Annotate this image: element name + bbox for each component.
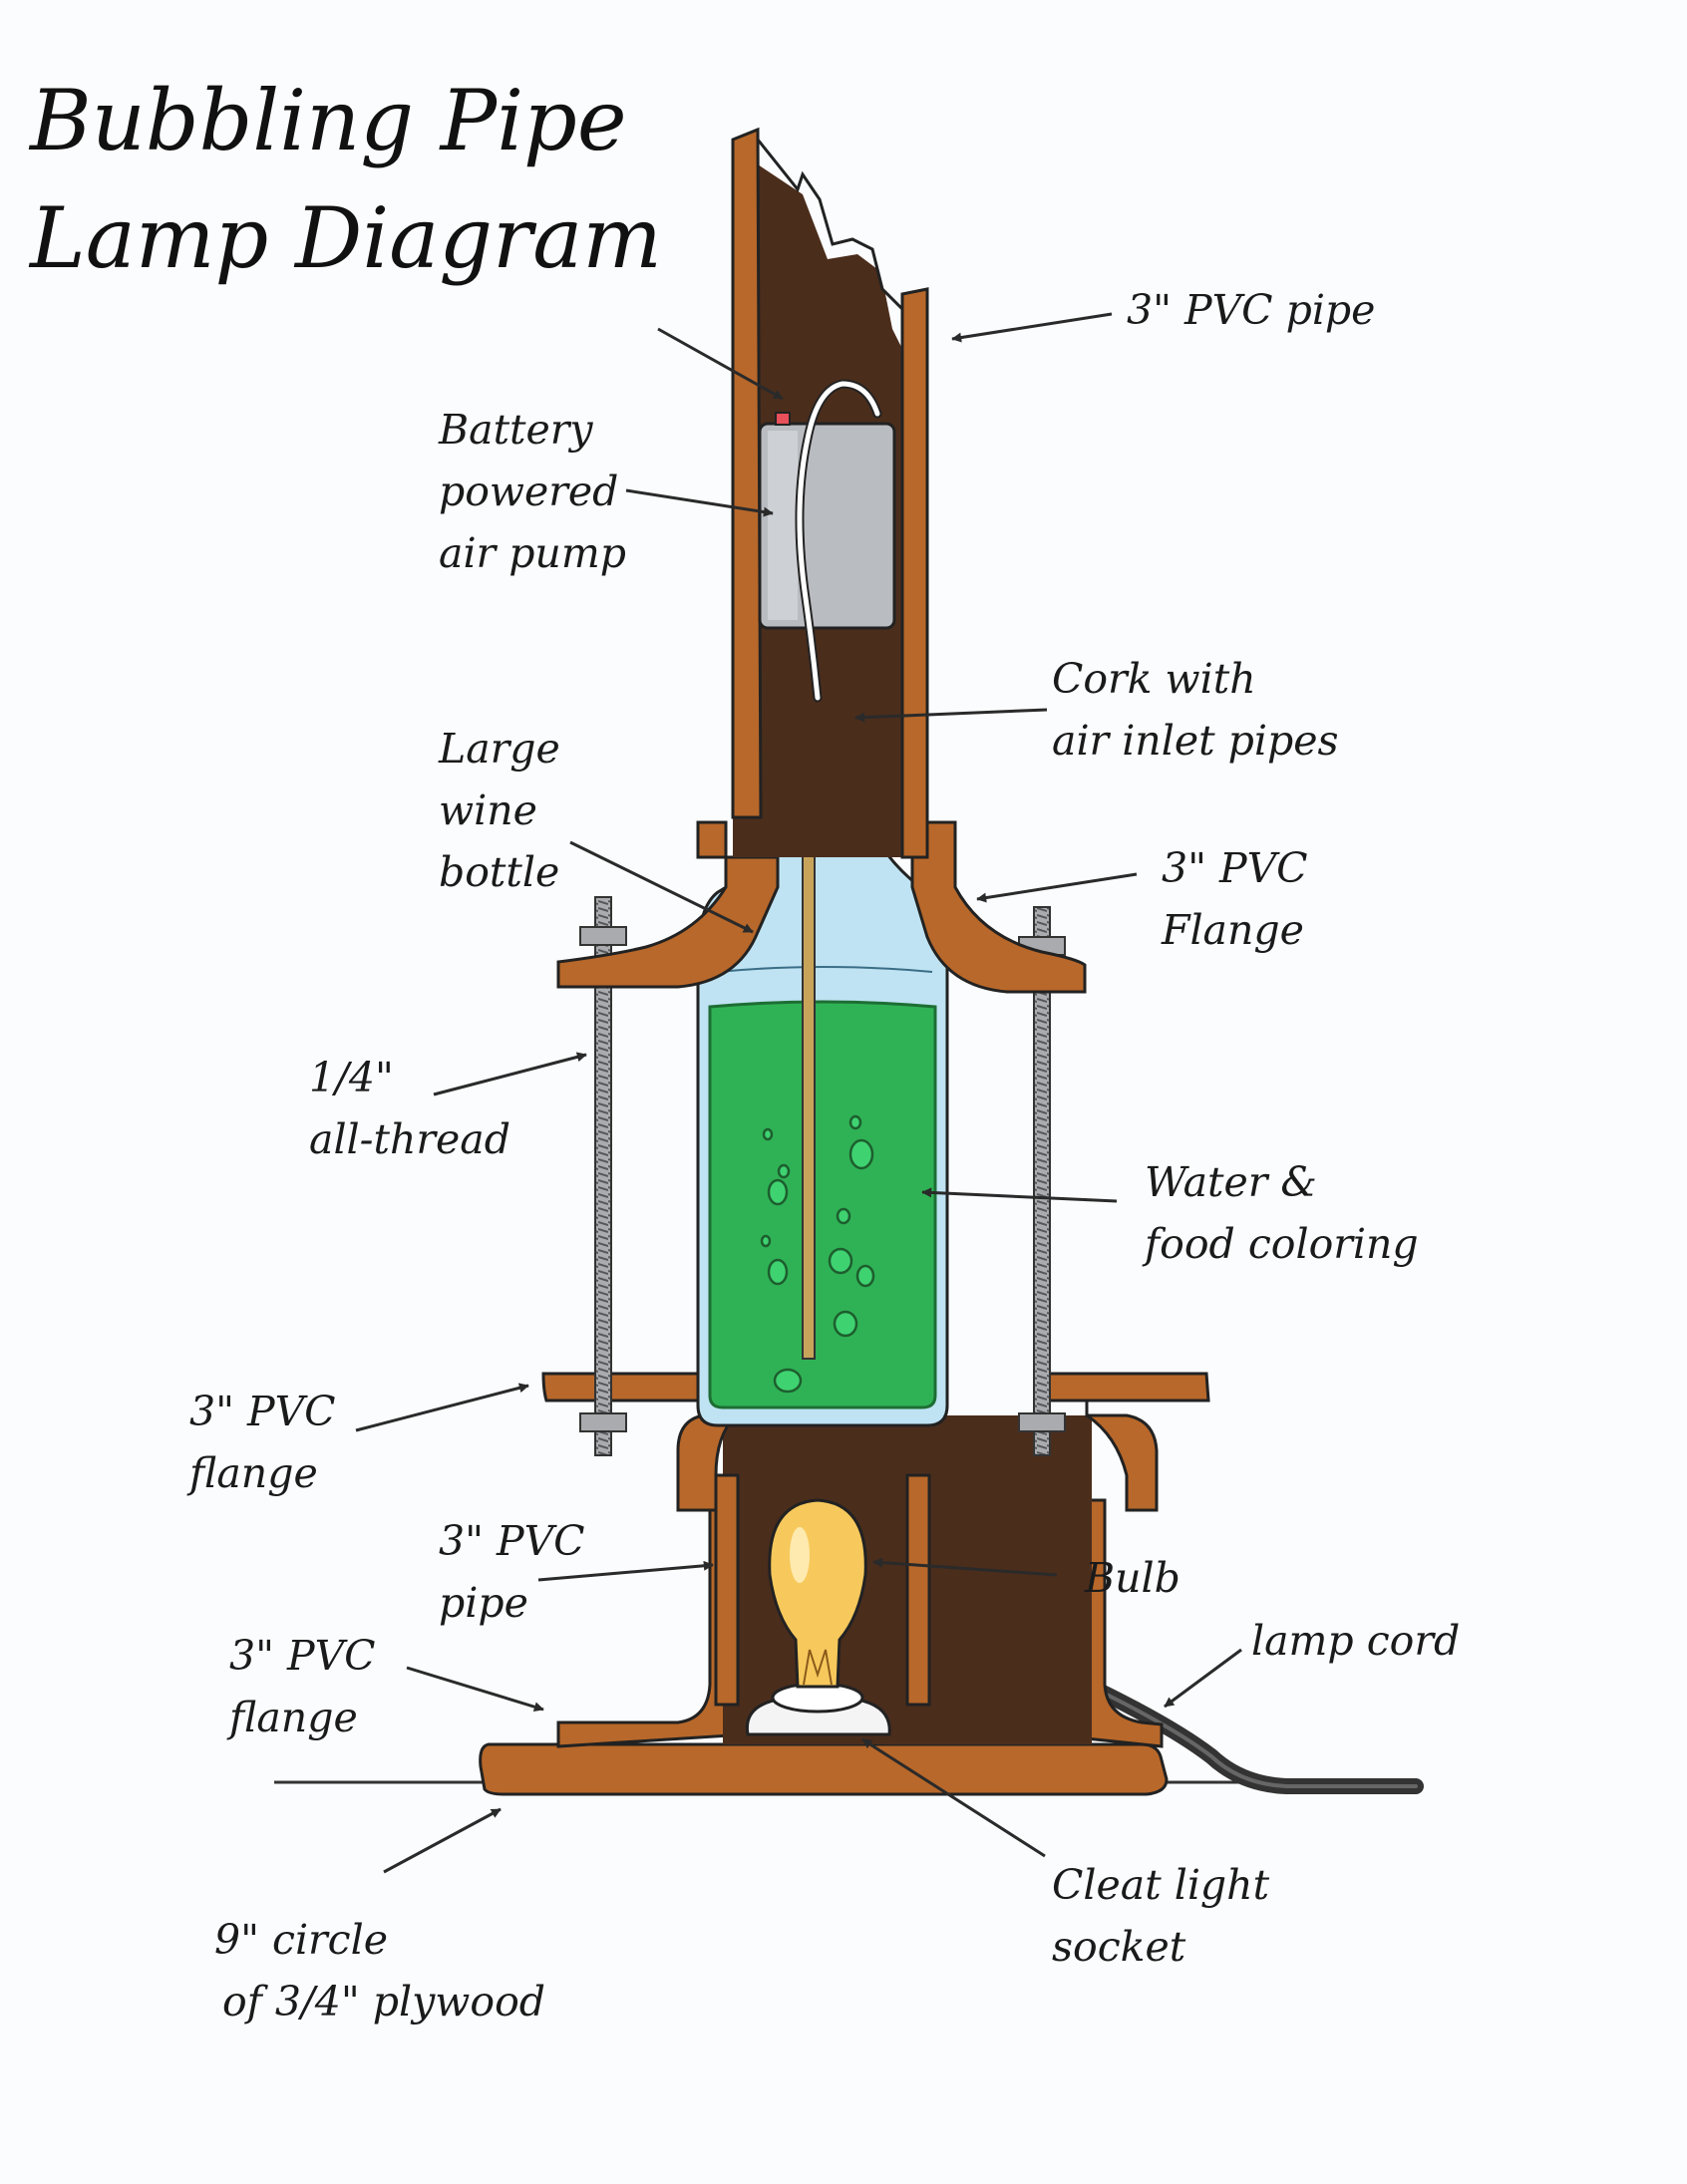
plywood-base: [479, 1742, 1169, 1796]
arrow-lamp-cord: [1164, 1648, 1242, 1709]
arrow-cleat-socket: [861, 1737, 1046, 1858]
arrow-flange-upper: [976, 872, 1138, 903]
label-cork: Cork with air inlet pipes: [1052, 655, 1339, 765]
diagram-title: Bubbling Pipe Lamp Diagram: [30, 62, 662, 297]
arrow-air-pump-top: [657, 327, 784, 401]
label-bulb: Bulb: [1085, 1554, 1181, 1602]
arrow-cork: [854, 708, 1048, 723]
label-all-thread: 1/4" all-thread: [309, 1054, 510, 1163]
arrow-pipe-bottom: [537, 1560, 714, 1582]
arrow-wine-bottle: [569, 840, 754, 934]
label-pipe-bottom: 3" PVC pipe: [439, 1517, 585, 1627]
label-plywood: 9" circle of 3/4" plywood: [214, 1916, 545, 2026]
lower-pipe-wall-left: [714, 1473, 740, 1707]
label-air-pump: Battery powered air pump: [439, 406, 626, 577]
arrow-air-pump: [625, 488, 774, 517]
upper-pipe-wall-left: [731, 127, 763, 819]
arrow-pvc-pipe-top: [951, 312, 1113, 343]
lower-pipe-wall-right: [905, 1473, 931, 1707]
label-cleat-socket: Cleat light socket: [1052, 1861, 1270, 1971]
label-water: Water & food coloring: [1145, 1158, 1419, 1268]
title-line-2: Lamp Diagram: [30, 189, 662, 287]
arrow-bulb: [872, 1557, 1058, 1577]
label-flange-bottom: 3" PVC flange: [229, 1632, 376, 1741]
all-thread-left: [594, 896, 612, 1456]
label-lamp-cord: lamp cord: [1251, 1617, 1461, 1665]
upper-flange: [556, 820, 780, 989]
leader-arrows: [355, 312, 1242, 1874]
title-line-1: Bubbling Pipe: [30, 72, 627, 169]
arrow-all-thread: [433, 1052, 587, 1096]
upper-pipe-wall-right: [900, 287, 929, 859]
bubbles: [760, 1114, 875, 1394]
label-flange-middle: 3" PVC flange: [189, 1388, 336, 1497]
arrow-plywood: [383, 1807, 502, 1874]
all-thread-right: [1033, 906, 1051, 1456]
label-flange-upper: 3" PVC Flange: [1162, 844, 1308, 954]
label-pvc-pipe-top: 3" PVC pipe: [1127, 286, 1376, 334]
arrow-flange-bottom: [406, 1666, 544, 1713]
liquid: [708, 1000, 937, 1409]
arrow-flange-middle: [355, 1383, 529, 1432]
label-wine-bottle: Large wine bottle: [439, 725, 560, 896]
arrow-water: [921, 1187, 1118, 1203]
